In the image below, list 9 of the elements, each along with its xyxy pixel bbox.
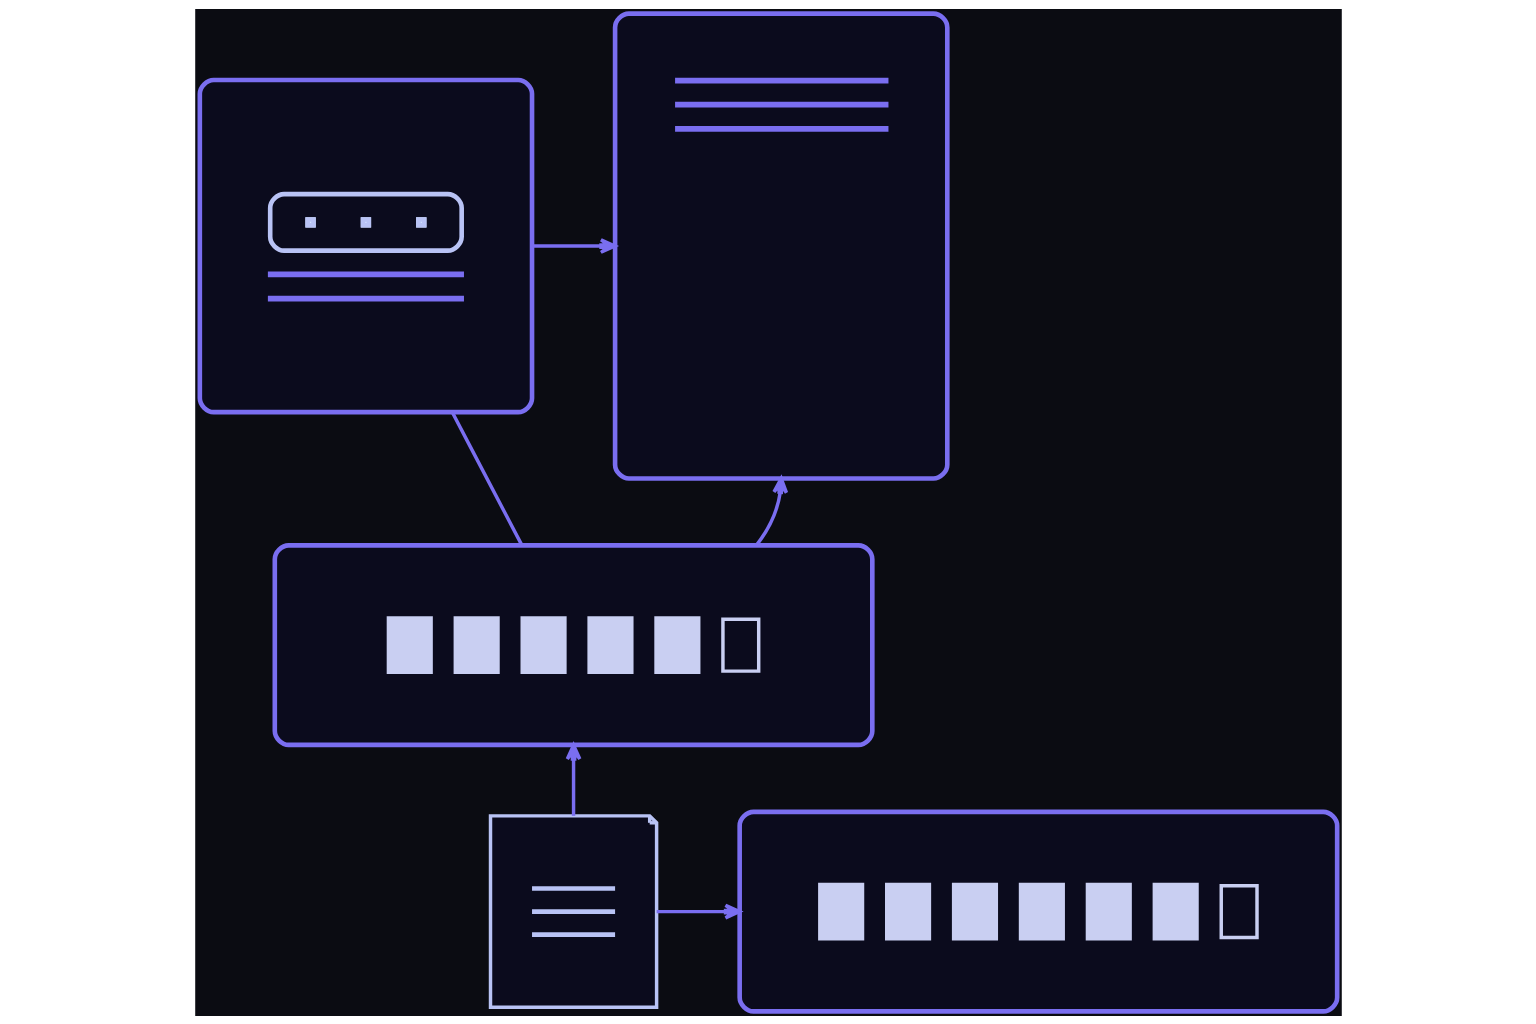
node-bar bbox=[736, 809, 1339, 1014]
arrow bbox=[565, 742, 581, 816]
node-bar bbox=[272, 542, 875, 747]
arrow bbox=[531, 237, 617, 254]
node-box bbox=[197, 77, 534, 414]
arrow bbox=[754, 476, 788, 546]
arrow bbox=[656, 903, 741, 920]
node-box bbox=[612, 10, 950, 481]
connector bbox=[450, 411, 523, 546]
